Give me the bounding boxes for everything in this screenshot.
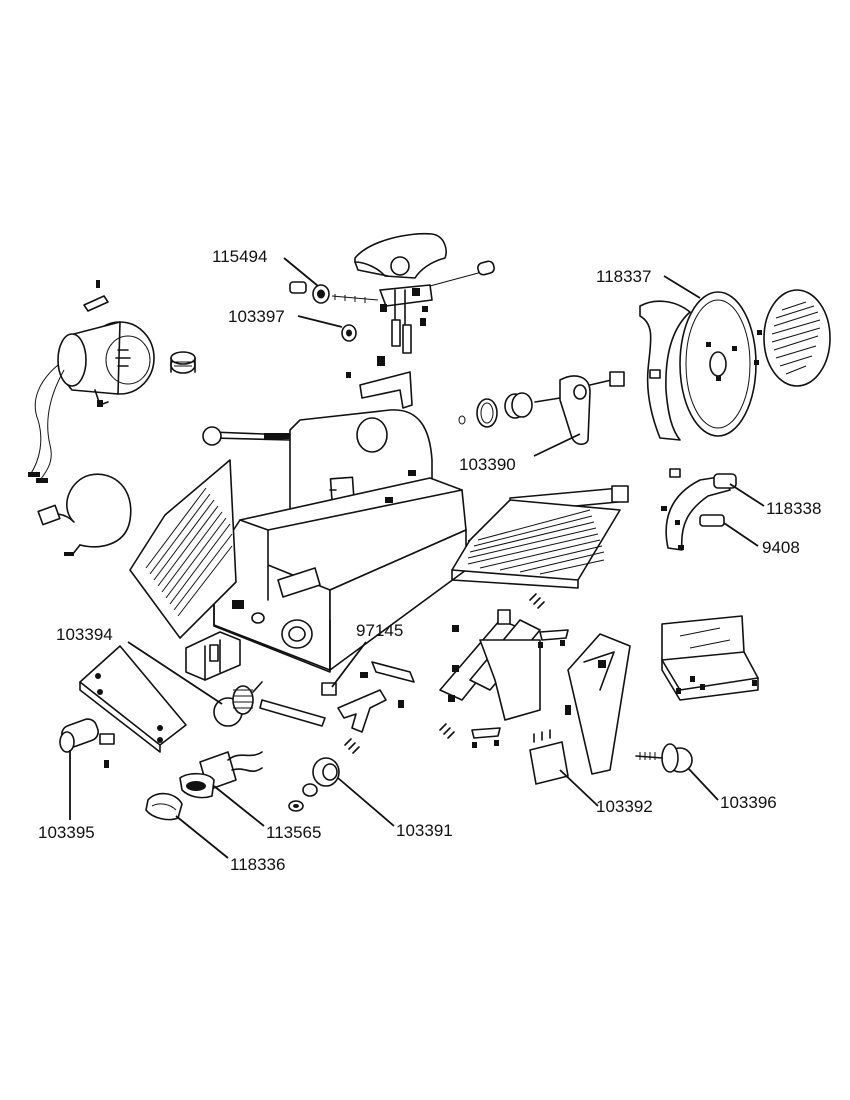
bracket-97145 — [337, 661, 415, 733]
knob-103396 — [635, 743, 693, 773]
label-103397: 103397 — [228, 307, 285, 326]
label-118336: 118336 — [230, 855, 285, 874]
capacitor — [59, 718, 115, 768]
roller — [170, 351, 196, 374]
power-cord — [37, 473, 132, 556]
nut-103397 — [341, 324, 357, 342]
pulley-assembly — [458, 371, 625, 446]
label-97145: 97145 — [356, 621, 403, 640]
label-118337: 118337 — [596, 267, 651, 286]
label-103396: 103396 — [720, 793, 777, 812]
carriage-tray — [451, 485, 629, 589]
lever-bracket — [346, 356, 413, 409]
label-103390: 103390 — [459, 455, 516, 474]
label-9408: 9408 — [762, 538, 800, 557]
label-113565: 113565 — [266, 823, 321, 842]
side-plate — [79, 645, 187, 753]
label-103395: 103395 — [38, 823, 95, 842]
label-103392: 103392 — [596, 797, 653, 816]
blade-assembly — [639, 289, 831, 441]
label-115494: 115494 — [212, 247, 267, 266]
label-118338: 118338 — [766, 499, 821, 518]
guard-plate — [661, 615, 759, 701]
carriage-head — [289, 232, 495, 354]
knob-103394 — [213, 681, 263, 727]
carriage-handle — [661, 468, 737, 551]
part-labels: 115494 103397 118337 103390 118338 9408 … — [38, 247, 821, 874]
rod — [259, 699, 326, 727]
leader-lines — [69, 257, 765, 859]
switch — [179, 751, 263, 799]
label-103391: 103391 — [396, 821, 453, 840]
motor — [28, 280, 155, 483]
main-housing — [129, 409, 474, 696]
upright-slide — [529, 633, 631, 785]
knob-115494 — [312, 284, 330, 304]
carriage-slide — [439, 593, 569, 748]
foot-103391 — [288, 738, 360, 812]
bracket-small — [185, 631, 241, 681]
label-103394: 103394 — [56, 625, 113, 644]
